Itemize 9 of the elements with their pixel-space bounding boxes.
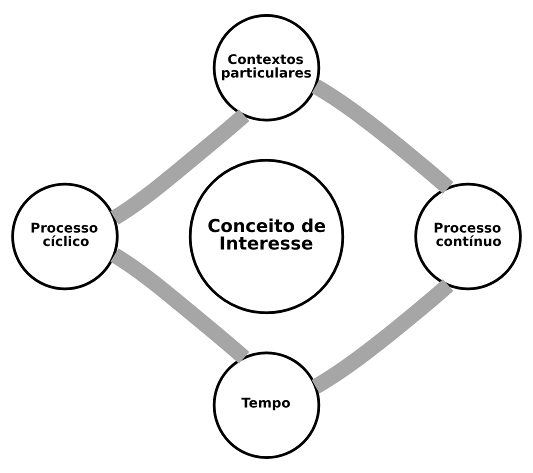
node-circle: Processo cíclico [11,182,119,290]
connector [110,109,250,225]
connector [312,80,454,194]
connector [312,279,454,394]
node-circle: Tempo [212,351,320,459]
node-circle: Contextos particulares [212,14,320,122]
node-circle: Processo contínuo [414,182,522,290]
node-circle: Conceito de Interesse [188,158,344,314]
connector [110,248,250,364]
